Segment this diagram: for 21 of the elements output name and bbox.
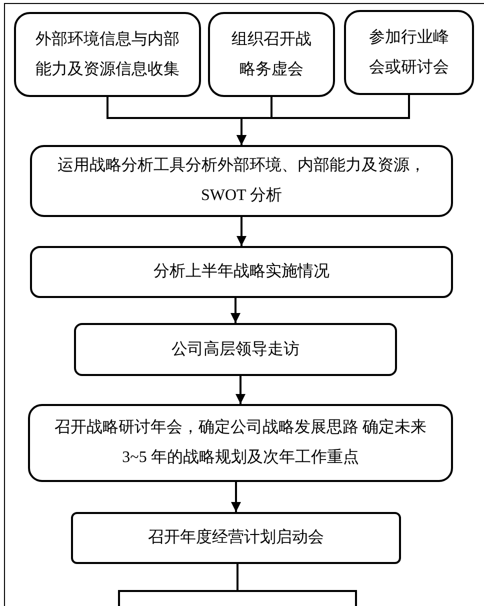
- process-box: [208, 12, 335, 97]
- process-box: [71, 512, 401, 564]
- step-text: 召开年度经营计划启动会: [148, 528, 324, 548]
- process-box: [74, 323, 397, 376]
- arrow: [230, 298, 240, 323]
- process-box: [14, 12, 201, 97]
- step-text: 参加行业峰会或研讨会: [368, 28, 450, 78]
- step-text: 分析上半年战略实施情况: [154, 262, 330, 282]
- step-text: 组织召开战略务虚会: [230, 30, 312, 80]
- process-box: [30, 246, 453, 298]
- step-text: 召开战略研讨年会，确定公司战略发展思路 确定未来 3~5 年的战略规划及次年工作重点: [54, 418, 428, 468]
- process-box: [28, 404, 453, 482]
- arrow: [236, 376, 246, 404]
- step-text: 公司高层领导走访: [172, 340, 300, 360]
- arrow: [236, 95, 410, 145]
- arrow: [231, 482, 241, 512]
- arrow: [236, 217, 246, 246]
- process-box: [30, 145, 453, 217]
- process-box: [344, 10, 474, 95]
- step-text: 外部环境信息与内部能力及资源信息收集: [34, 30, 180, 80]
- step-text: 运用战略分析工具分析外部环境、内部能力及资源，SWOT 分析: [56, 156, 426, 206]
